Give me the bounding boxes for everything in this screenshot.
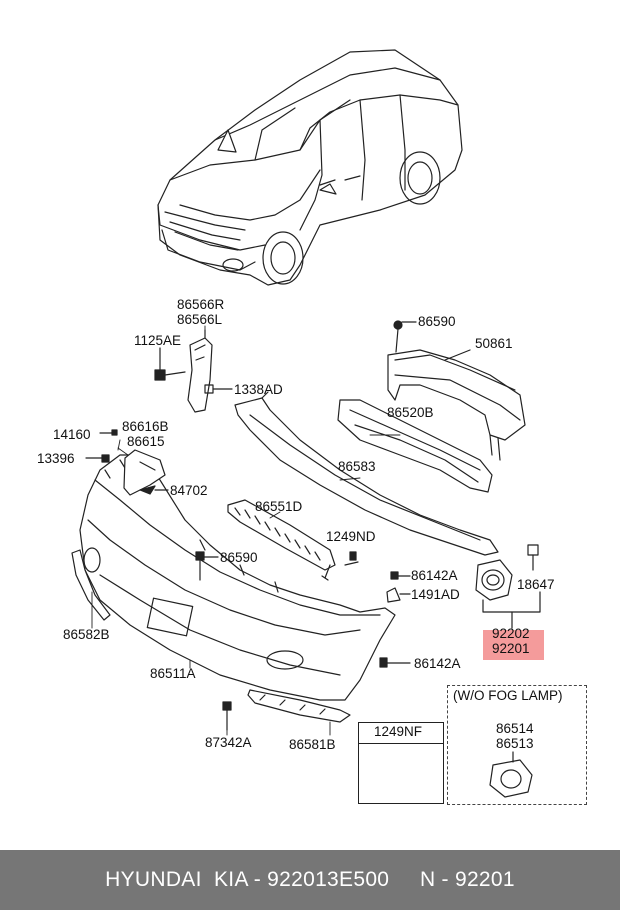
label-wo-fog-lamp: (W/O FOG LAMP) — [453, 688, 563, 703]
label-86551d: 86551D — [255, 499, 303, 514]
label-1125ae: 1125AE — [134, 333, 182, 348]
label-18647: 18647 — [517, 577, 555, 592]
bumper-86511a — [79, 454, 396, 701]
bracket-86566 — [187, 329, 213, 413]
molding-86582b — [71, 549, 111, 621]
label-50861: 50861 — [475, 336, 513, 351]
label-86513: 86513 — [496, 736, 534, 751]
leader-lines — [91, 325, 401, 736]
label-1249nd: 1249ND — [326, 529, 376, 544]
label-86582b: 86582B — [63, 627, 110, 642]
label-86583: 86583 — [338, 459, 376, 474]
box-1249nf — [358, 722, 444, 804]
label-86615: 86615 — [127, 434, 165, 449]
footer-text: HYUNDAI KIA - 922013E500 N - 92201 — [105, 868, 515, 891]
label-92201: 92201 — [492, 641, 530, 656]
highlight-92201 — [483, 630, 544, 660]
label-86581b: 86581B — [289, 737, 336, 752]
box-wo-fog-lamp — [447, 685, 587, 805]
parts-diagram: 86566R 86566L 1125AE 1338AD 86590 50861 … — [37, 49, 587, 805]
label-13396: 13396 — [37, 451, 75, 466]
absorber-50861 — [387, 320, 526, 461]
label-86566l: 86566L — [177, 312, 223, 327]
label-86616b: 86616B — [122, 419, 169, 434]
bolt-1125ae — [154, 347, 186, 381]
label-86590-top: 86590 — [418, 314, 456, 329]
brackets-left — [85, 429, 169, 496]
label-86511a: 86511A — [150, 666, 196, 681]
rail-86583 — [234, 391, 499, 556]
label-86520b: 86520B — [387, 405, 434, 420]
clip-87342a — [222, 701, 232, 731]
label-86142a-top: 86142A — [411, 568, 458, 583]
footer-bar: HYUNDAI KIA - 922013E500 N - 92201 — [0, 850, 620, 910]
label-86514: 86514 — [496, 721, 534, 736]
vehicle-illustration — [157, 49, 463, 286]
label-1491ad: 1491AD — [411, 587, 460, 602]
label-84702: 84702 — [170, 483, 208, 498]
stay-86520b — [337, 399, 493, 493]
fog-lamp-92201 — [475, 544, 541, 629]
label-14160: 14160 — [53, 427, 91, 442]
label-87342a: 87342A — [205, 735, 252, 750]
grille-86551d — [227, 499, 336, 581]
label-92202: 92202 — [492, 626, 530, 641]
label-86566r: 86566R — [177, 297, 225, 312]
label-1249nf: 1249NF — [374, 724, 423, 739]
label-86590-mid: 86590 — [220, 550, 258, 565]
clip-1338ad — [204, 384, 233, 394]
label-1338ad: 1338AD — [234, 382, 283, 397]
lip-86581b — [247, 689, 351, 723]
fog-cover-86513 — [489, 751, 533, 798]
screw-1249nd — [344, 551, 359, 566]
diagram-drawing — [71, 49, 541, 798]
fasteners — [195, 551, 411, 668]
label-86142a-bottom: 86142A — [414, 656, 461, 671]
